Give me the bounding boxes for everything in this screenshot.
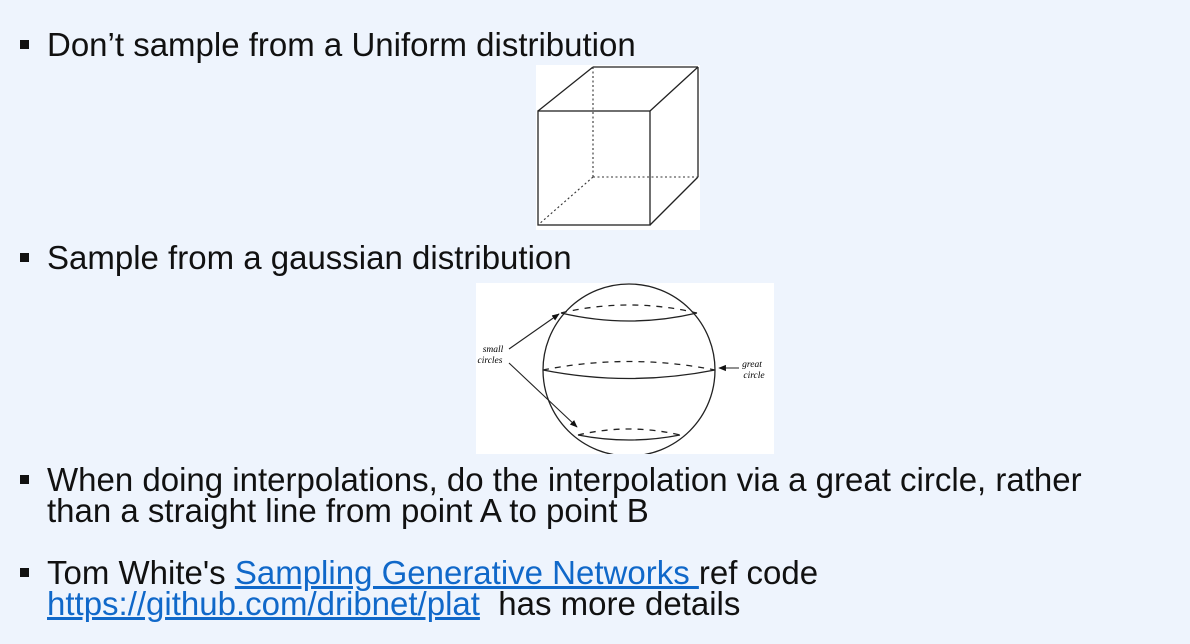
great-circle-label-line2: circle [743,371,764,381]
github-plat-link[interactable]: https://github.com/dribnet/plat [47,585,480,622]
cube-figure [536,65,700,230]
small-circles-label-line2: circles [478,356,503,366]
cube-front-face [537,110,651,226]
bullet-interpolation: When doing interpolations, do the interp… [20,462,1082,528]
bullet-square-icon [20,253,29,262]
bullet-line-1: Tom White's Sampling Generative Networks… [47,555,818,590]
bullet-text: Sample from a gaussian distribution [47,239,572,276]
sphere-drawing: small circles great circle [478,283,765,457]
bullet-line-2: https://github.com/dribnet/plat has more… [47,586,818,621]
sampling-generative-networks-link[interactable]: Sampling Generative Networks [234,554,699,591]
bullet-tom-white: Tom White's Sampling Generative Networks… [20,555,818,621]
bullet-text: Don’t sample from a Uniform distribution [47,26,636,63]
tail-text: has more details [479,585,741,622]
bullet-text: When doing interpolations, do the interp… [47,462,1082,528]
bullet-square-icon [20,40,29,49]
bullet-square-icon [20,568,29,577]
bullet-line-2: than a straight line from point A to poi… [47,492,649,529]
bullet-square-icon [20,475,29,484]
small-circles-label-line1: small [483,345,504,355]
bullet-gaussian: Sample from a gaussian distribution [20,240,572,275]
prefix-text: Tom White's [47,554,235,591]
sphere-figure: small circles great circle [476,283,774,457]
bullet-line-1: When doing interpolations, do the interp… [47,461,1082,498]
bullet-text: Tom White's Sampling Generative Networks… [47,555,818,621]
cube-drawing [537,66,699,226]
great-circle-label-line1: great [742,360,762,370]
suffix-text: ref code [698,554,819,591]
bullet-uniform: Don’t sample from a Uniform distribution [20,27,636,62]
